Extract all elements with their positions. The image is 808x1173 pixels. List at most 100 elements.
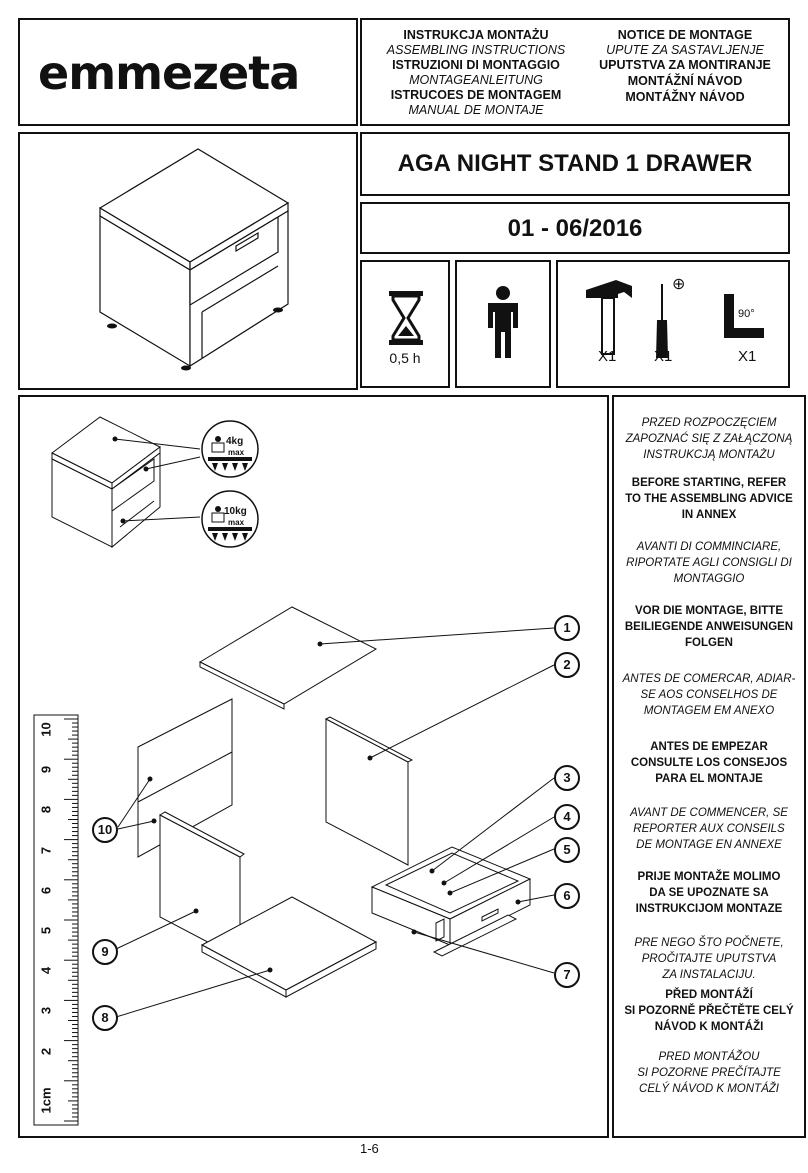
side-note-line: PRE NEGO ŠTO POČNETE,: [634, 937, 784, 949]
assembly-time: 0,5 h: [389, 350, 421, 366]
product-name: AGA NIGHT STAND 1 DRAWER: [397, 150, 753, 177]
header-line: UPUTSTVA ZA MONTIRANJE: [599, 58, 771, 72]
ruler-number: 7: [38, 846, 54, 854]
bottom-load-max: max: [228, 518, 245, 527]
version-date: 01 - 06/2016: [507, 215, 643, 242]
time-box: 0,5 h: [360, 260, 450, 388]
side-note: BEFORE STARTING, REFER TO THE ASSEMBLING …: [612, 475, 806, 523]
side-note-line: PŘED MONTÁŽÍ: [665, 989, 753, 1001]
header-line: MANUAL DE MONTAJE: [408, 103, 544, 117]
side-note-line: REPORTER AUX CONSEILS: [633, 823, 785, 835]
nightstand-drawing: [98, 148, 290, 371]
part-number-3: 3: [554, 765, 580, 791]
tools-box: X1 ⊕ X1 90° X1: [556, 260, 790, 388]
ruler-number: 10: [38, 722, 54, 737]
version-box: 01 - 06/2016: [360, 202, 790, 254]
logo-box: emmezeta: [18, 18, 358, 126]
part-number-5: 5: [554, 837, 580, 863]
side-note-line: CELÝ NÁVOD K MONTÁŽI: [639, 1083, 779, 1095]
square-angle-mark: 90°: [738, 308, 755, 320]
side-note-line: RIPORTATE AGLI CONSIGLI DI: [626, 557, 792, 569]
part-number-10: 10: [92, 817, 118, 843]
side-note-line: ANTES DE COMERCAR, ADIAR-: [622, 673, 796, 685]
side-note: ANTES DE COMERCAR, ADIAR- SE AOS CONSELHO…: [612, 671, 806, 719]
brand-logo: emmezeta: [38, 46, 300, 100]
side-note-line: NÁVOD K MONTÁŽI: [654, 1021, 764, 1033]
part-number-2: 2: [554, 652, 580, 678]
person-icon: [488, 286, 518, 358]
side-note-line: DA SE UPOZNATE SA: [649, 887, 769, 899]
ruler-number: 4: [38, 967, 54, 975]
header-line: ISTRUZIONI DI MONTAGGIO: [392, 58, 560, 72]
top-load-max: max: [228, 448, 245, 457]
exploded-view-drawing: [33, 416, 555, 1126]
part-number-9: 9: [92, 939, 118, 965]
side-note-line: IN ANNEX: [681, 509, 737, 521]
side-note-line: PRZED ROZPOCZĘCIEM: [641, 417, 777, 429]
screwdriver-qty: X1: [654, 348, 673, 365]
side-notes-box: [612, 395, 806, 1138]
side-note-line: INSTRUKCJĄ MONTAŻU: [643, 449, 775, 461]
side-note-line: BEILIEGENDE ANWEISUNGEN: [624, 621, 794, 633]
side-note: VOR DIE MONTAGE, BITTE BEILIEGENDE ANWEIS…: [612, 603, 806, 651]
side-note-line: PRIJE MONTAŽE MOLIMO: [637, 871, 781, 883]
side-note-line: TO THE ASSEMBLING ADVICE: [625, 493, 793, 505]
square-qty: X1: [738, 348, 757, 365]
header-line: MONTÁŽNY NÁVOD: [625, 90, 745, 104]
side-note-line: FOLGEN: [685, 637, 733, 649]
side-note-line: INSTRUKCIJOM MONTAZE: [635, 903, 783, 915]
header-line: ASSEMBLING INSTRUCTIONS: [386, 43, 566, 57]
side-note: PRZED ROZPOCZĘCIEM ZAPOZNAĆ SIĘ Z ZAŁĄCZO…: [612, 415, 806, 463]
side-note: PRE NEGO ŠTO POČNETE,PROČITAJTE UPUTSTVA…: [612, 935, 806, 983]
ruler-number: 6: [38, 886, 54, 894]
side-note-line: DE MONTAGE EN ANNEXE: [636, 839, 782, 851]
part-number-7: 7: [554, 962, 580, 988]
screwdriver-icon: [656, 284, 668, 358]
hourglass-icon: [389, 291, 423, 345]
side-note-line: VOR DIE MONTAGE, BITTE: [634, 605, 783, 617]
side-note-line: MONTAGEM EM ANEXO: [643, 705, 775, 717]
ruler-number: 8: [38, 806, 54, 814]
square-icon: [724, 294, 764, 338]
side-note-line: AVANTI DI COMMINCIARE,: [636, 541, 782, 553]
hammer-qty: X1: [598, 348, 617, 365]
page-number: 1-6: [360, 1141, 379, 1156]
part-number-8: 8: [92, 1005, 118, 1031]
product-name-box: AGA NIGHT STAND 1 DRAWER: [360, 132, 790, 196]
side-note: PRED MONTÁŽOU SI POZORNE PREČÍTAJTE CELÝ N…: [612, 1049, 806, 1097]
ruler-number: 3: [38, 1007, 54, 1015]
side-note-line: SE AOS CONSELHOS DE: [640, 689, 778, 701]
header-line: INSTRUKCJA MONTAŻU: [403, 28, 549, 42]
side-note-line: ZA INSTALACIJU.: [662, 969, 756, 981]
side-note: PŘED MONTÁŽÍ SI POZORNĚ PŘEČTĚTE CELÝ NÁVO…: [612, 987, 806, 1035]
ruler-number: 5: [38, 926, 54, 935]
phillips-mark: ⊕: [672, 276, 686, 293]
side-note-line: PARA EL MONTAJE: [655, 773, 763, 785]
product-image-box: [18, 132, 358, 390]
side-note-line: BEFORE STARTING, REFER: [631, 477, 787, 489]
side-note-line: MONTAGGIO: [673, 573, 745, 585]
bottom-load-label: 10kg: [224, 506, 247, 517]
side-note-line: SI POZORNĚ PŘEČTĚTE CELÝ: [624, 1005, 794, 1017]
part-number-1: 1: [554, 615, 580, 641]
side-note-line: ZAPOZNAĆ SIĘ Z ZAŁĄCZONĄ: [625, 433, 793, 445]
header-line: MONTÁŽNÍ NÁVOD: [627, 74, 743, 88]
side-note-line: SI POZORNE PREČÍTAJTE: [637, 1067, 781, 1079]
side-note: AVANTI DI COMMINCIARE, RIPORTATE AGLI CON…: [612, 539, 806, 587]
side-note-line: PRED MONTÁŽOU: [658, 1051, 760, 1063]
part-number-6: 6: [554, 883, 580, 909]
header-line: NOTICE DE MONTAGE: [617, 28, 753, 42]
persons-box: [455, 260, 551, 388]
side-note-line: ANTES DE EMPEZAR: [650, 741, 768, 753]
header-line: ISTRUCOES DE MONTAGEM: [390, 88, 562, 102]
side-note: PRIJE MONTAŽE MOLIMO DA SE UPOZNATE SA INS…: [612, 869, 806, 917]
ruler-number: 1cm: [38, 1087, 54, 1114]
hammer-icon: [586, 280, 632, 355]
side-note-line: AVANT DE COMMENCER, SE: [630, 807, 788, 819]
ruler-number: 2: [38, 1047, 54, 1055]
